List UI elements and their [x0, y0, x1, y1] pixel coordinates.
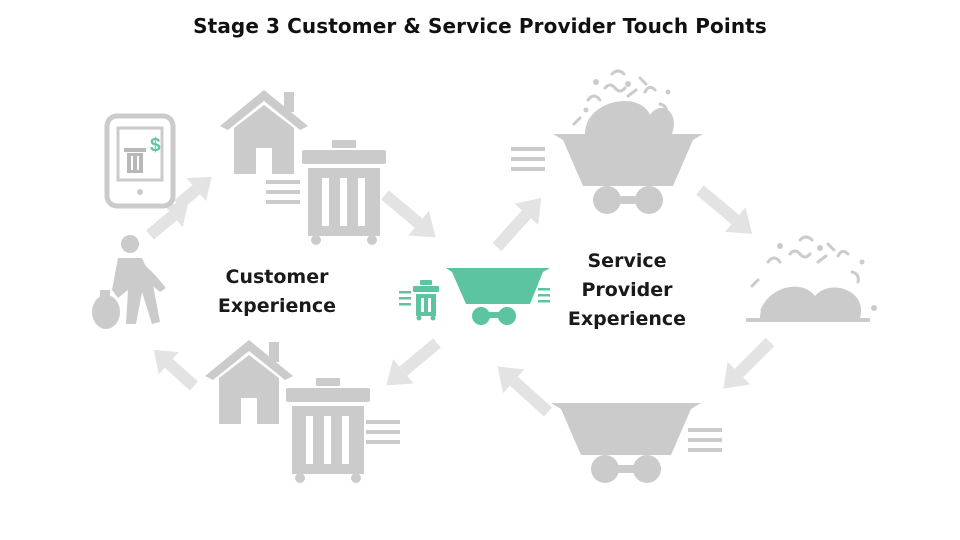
phone-icon: $	[104, 113, 176, 209]
speed-lines-icon-top	[266, 180, 300, 204]
arrow-center-to-return-bin	[386, 338, 441, 386]
landfill-pile-icon	[746, 235, 877, 322]
arrow-truck-to-landfill	[696, 185, 753, 234]
center-speed-lines-right	[538, 288, 550, 303]
speed-lines-icon-empty-truck	[688, 428, 722, 452]
provider-label-line2: Provider	[581, 279, 673, 301]
empty-garbage-truck-icon	[551, 403, 701, 483]
arrow-empty-truck-to-center	[497, 366, 553, 417]
arrow-bin-to-cart	[381, 190, 436, 238]
center-trash-bin-icon	[413, 280, 439, 321]
flow-arrows	[146, 176, 775, 417]
person-with-bag-icon	[92, 235, 166, 329]
service-provider-experience-label: Service Provider Experience	[552, 247, 702, 334]
center-truck-and-bin-icon	[399, 268, 550, 325]
center-cart-icon	[446, 268, 550, 325]
customer-label-line2: Experience	[217, 295, 337, 317]
speed-lines-icon-truck	[511, 147, 545, 171]
center-speed-lines-left	[399, 291, 411, 306]
speed-lines-icon-bottom	[366, 420, 400, 444]
trash-bin-icon-bottom	[286, 378, 370, 483]
arrow-center-to-truck	[492, 197, 542, 252]
gray-icons: $	[92, 69, 877, 483]
arrow-phone-to-house	[174, 176, 212, 210]
customer-label-line1: Customer	[225, 266, 329, 288]
phone-bin-icon	[124, 148, 146, 173]
arrow-landfill-to-empty-truck	[723, 337, 775, 389]
trash-bin-icon-top	[302, 140, 386, 245]
house-icon-bottom	[205, 340, 293, 424]
arrow-house-to-person	[153, 349, 199, 391]
customer-experience-label: Customer Experience	[196, 263, 358, 321]
dollar-sign-icon: $	[150, 135, 161, 156]
house-icon-top	[220, 90, 308, 174]
diagram-title: Stage 3 Customer & Service Provider Touc…	[193, 14, 767, 38]
provider-label-line3: Experience	[567, 308, 687, 330]
provider-label-line1: Service	[587, 250, 667, 272]
full-garbage-truck-icon	[553, 69, 703, 214]
